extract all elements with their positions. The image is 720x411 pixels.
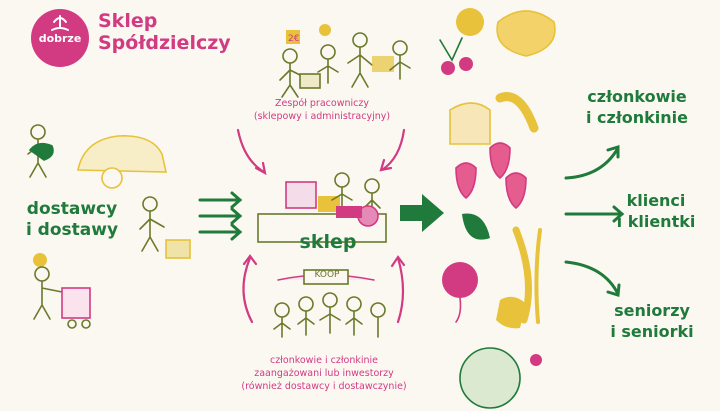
brand-title-line2: Spółdzielczy [98,32,231,54]
staff-label: Zespół pracowniczy (sklepowy i administr… [222,97,422,123]
staff-people-illustration: 2€ [279,24,411,98]
output-seniors-line1: seniorzy [614,301,690,320]
members-label: członkowie i członkinie zaangażowani lub… [206,354,442,393]
members-label-line3: (również dostawcy i dostawczynie) [241,381,407,392]
output-seniors-line2: i seniorki [610,322,694,341]
output-members-line1: członkowie [587,87,687,106]
members-to-shop-arrows [242,254,406,324]
coop-sign: KOOP [314,270,340,280]
output-members-label: członkowie i członkinie [566,86,708,128]
logo-wordmark: dobrze [38,32,82,45]
output-members-line2: i członkinie [585,108,689,127]
members-label-line1: członkowie i członkinie [269,355,379,366]
produce-illustration [439,8,556,409]
staff-label-line1: Zespół pracowniczy [275,98,369,109]
suppliers-label-line1: dostawcy [26,199,118,219]
suppliers-illustration [27,124,191,329]
brand-title-line1: Sklep [98,10,158,32]
svg-text:2€: 2€ [288,34,300,44]
output-clients-label: klienci i klientki [600,190,712,232]
suppliers-label: dostawcy i dostawy [8,199,136,241]
staff-to-shop-arrows [236,128,406,176]
produce-to-audience-arrows [564,144,625,297]
members-label-line2: zaangażowani lub inwestorzy [254,368,394,379]
output-clients-line2: i klientki [616,212,696,231]
shop-illustration [257,172,387,243]
brand-title: Sklep Spółdzielczy [98,10,231,54]
staff-label-line2: (sklepowy i administracyjny) [253,111,391,122]
members-illustration [273,269,386,338]
shop-to-produce-arrow [400,194,444,232]
dobrze-logo [31,9,89,67]
shop-label: sklep [299,231,357,253]
suppliers-label-line2: i dostawy [25,220,119,240]
output-clients-line1: klienci [626,191,686,210]
suppliers-to-shop-arrows [198,191,243,241]
output-seniors-label: seniorzy i seniorki [590,300,714,342]
